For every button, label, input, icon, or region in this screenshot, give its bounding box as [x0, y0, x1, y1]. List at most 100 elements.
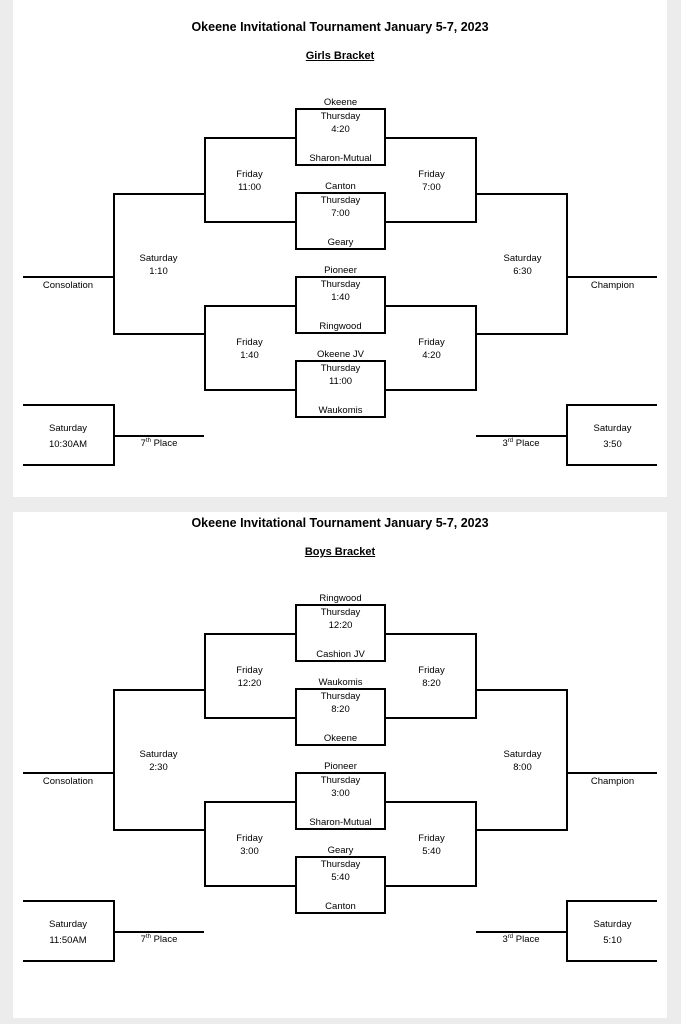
- saturday-right-lower: [477, 333, 568, 335]
- bracket-girls: Okeene Invitational Tournament January 5…: [13, 0, 667, 497]
- friday-left-top-lower: [204, 221, 295, 223]
- friday-left-top-upper: [204, 137, 295, 139]
- saturday-left-vertical: [113, 193, 115, 335]
- friday-right-top-upper: [386, 137, 477, 139]
- seventh-box-bottom: [23, 464, 114, 466]
- champion-line: [568, 772, 657, 774]
- friday-time-label: 7:00: [422, 182, 441, 193]
- friday-right-bottom-vertical: [475, 801, 477, 887]
- saturday-right-vertical: [566, 193, 568, 335]
- friday-time-label: 8:20: [422, 678, 441, 689]
- friday-left-bottom-lower: [204, 389, 295, 391]
- team-top-label: Okeene: [323, 97, 358, 108]
- third-box-left: [566, 900, 568, 962]
- third-box-left: [566, 404, 568, 466]
- game-box-bottom-line: [295, 912, 386, 914]
- seventh-place-line: [114, 435, 204, 437]
- game-box-left-line: [295, 276, 297, 334]
- team-bottom-label: Waukomis: [318, 405, 363, 416]
- team-bottom-label: Sharon-Mutual: [309, 817, 372, 828]
- team-top-label: Okeene JV: [317, 349, 364, 360]
- team-top-label: Geary: [327, 845, 354, 856]
- friday-right-bottom-upper: [386, 801, 477, 803]
- game-day-label: Thursday: [320, 859, 361, 870]
- saturday-left-vertical: [113, 689, 115, 831]
- game-time-label: 7:00: [331, 208, 350, 219]
- team-bottom-label: Ringwood: [319, 321, 362, 332]
- game-box-left-line: [295, 108, 297, 166]
- team-bottom-label: Sharon-Mutual: [309, 153, 372, 164]
- game-time-label: 5:40: [331, 872, 350, 883]
- friday-right-top-lower: [386, 717, 477, 719]
- consolation-label: Consolation: [42, 280, 94, 291]
- seventh-place-label: 7th Place: [140, 437, 178, 449]
- girls-bracket-sheet: Okeene Invitational Tournament January 5…: [13, 0, 667, 497]
- saturday-right-lower: [477, 829, 568, 831]
- game-box-bottom-line: [295, 660, 386, 662]
- friday-left-top-lower: [204, 717, 295, 719]
- game-day-label: Thursday: [320, 691, 361, 702]
- game-box-left-line: [295, 772, 297, 830]
- third-place-label: 3rd Place: [502, 933, 540, 945]
- friday-label: Friday: [418, 169, 445, 180]
- saturday-right-upper: [477, 689, 568, 691]
- third-place-line: [476, 931, 566, 933]
- game-box-right-line: [384, 108, 386, 166]
- game-box-bottom-line: [295, 332, 386, 334]
- friday-left-bottom-lower: [204, 885, 295, 887]
- seventh-place-label: 7th Place: [140, 933, 178, 945]
- game-box-bottom-line: [295, 248, 386, 250]
- saturday-right-upper: [477, 193, 568, 195]
- seventh-place-line: [114, 931, 204, 933]
- saturday-left-lower: [113, 829, 204, 831]
- game-time-label: 3:00: [331, 788, 350, 799]
- bracket-subtitle: Girls Bracket: [305, 50, 375, 62]
- saturday-left-lower: [113, 333, 204, 335]
- consolation-line: [23, 772, 113, 774]
- third-time-label: 3:50: [603, 439, 622, 450]
- friday-right-bottom-upper: [386, 305, 477, 307]
- game-box-bottom-line: [295, 164, 386, 166]
- friday-label: Friday: [418, 833, 445, 844]
- game-box-right-line: [384, 856, 386, 914]
- game-box-left-line: [295, 688, 297, 746]
- game-box-right-line: [384, 360, 386, 418]
- game-box-bottom-line: [295, 828, 386, 830]
- third-place-line: [476, 435, 566, 437]
- saturday-time-label: 2:30: [149, 762, 168, 773]
- game-box-left-line: [295, 856, 297, 914]
- friday-left-bottom-vertical: [204, 801, 206, 887]
- friday-label: Friday: [418, 337, 445, 348]
- bracket-subtitle: Boys Bracket: [304, 546, 376, 558]
- saturday-time-label: 1:10: [149, 266, 168, 277]
- seventh-time-label: 10:30AM: [48, 439, 88, 450]
- friday-left-bottom-upper: [204, 305, 295, 307]
- friday-right-top-vertical: [475, 137, 477, 223]
- friday-time-label: 3:00: [240, 846, 259, 857]
- team-top-label: Pioneer: [324, 265, 357, 276]
- seventh-box-bottom: [23, 960, 114, 962]
- team-top-label: Pioneer: [324, 761, 357, 772]
- game-time-label: 8:20: [331, 704, 350, 715]
- team-top-label: Waukomis: [318, 677, 363, 688]
- seventh-box-top: [23, 900, 114, 902]
- game-day-label: Thursday: [320, 607, 361, 618]
- game-box-top-line: [295, 360, 386, 362]
- game-box-left-line: [295, 604, 297, 662]
- game-box-top-line: [295, 108, 386, 110]
- game-box-top-line: [295, 688, 386, 690]
- boys-bracket-sheet: Okeene Invitational Tournament January 5…: [13, 512, 667, 1018]
- third-box-bottom: [566, 464, 657, 466]
- team-bottom-label: Canton: [325, 901, 356, 912]
- third-day-label: Saturday: [593, 423, 632, 434]
- saturday-time-label: 8:00: [513, 762, 532, 773]
- game-time-label: 11:00: [328, 376, 353, 387]
- friday-right-top-lower: [386, 221, 477, 223]
- friday-label: Friday: [236, 665, 263, 676]
- friday-right-top-vertical: [475, 633, 477, 719]
- third-box-top: [566, 900, 657, 902]
- friday-left-top-vertical: [204, 137, 206, 223]
- champion-label: Champion: [590, 280, 635, 291]
- tournament-title: Okeene Invitational Tournament January 5…: [191, 516, 489, 530]
- saturday-right-vertical: [566, 689, 568, 831]
